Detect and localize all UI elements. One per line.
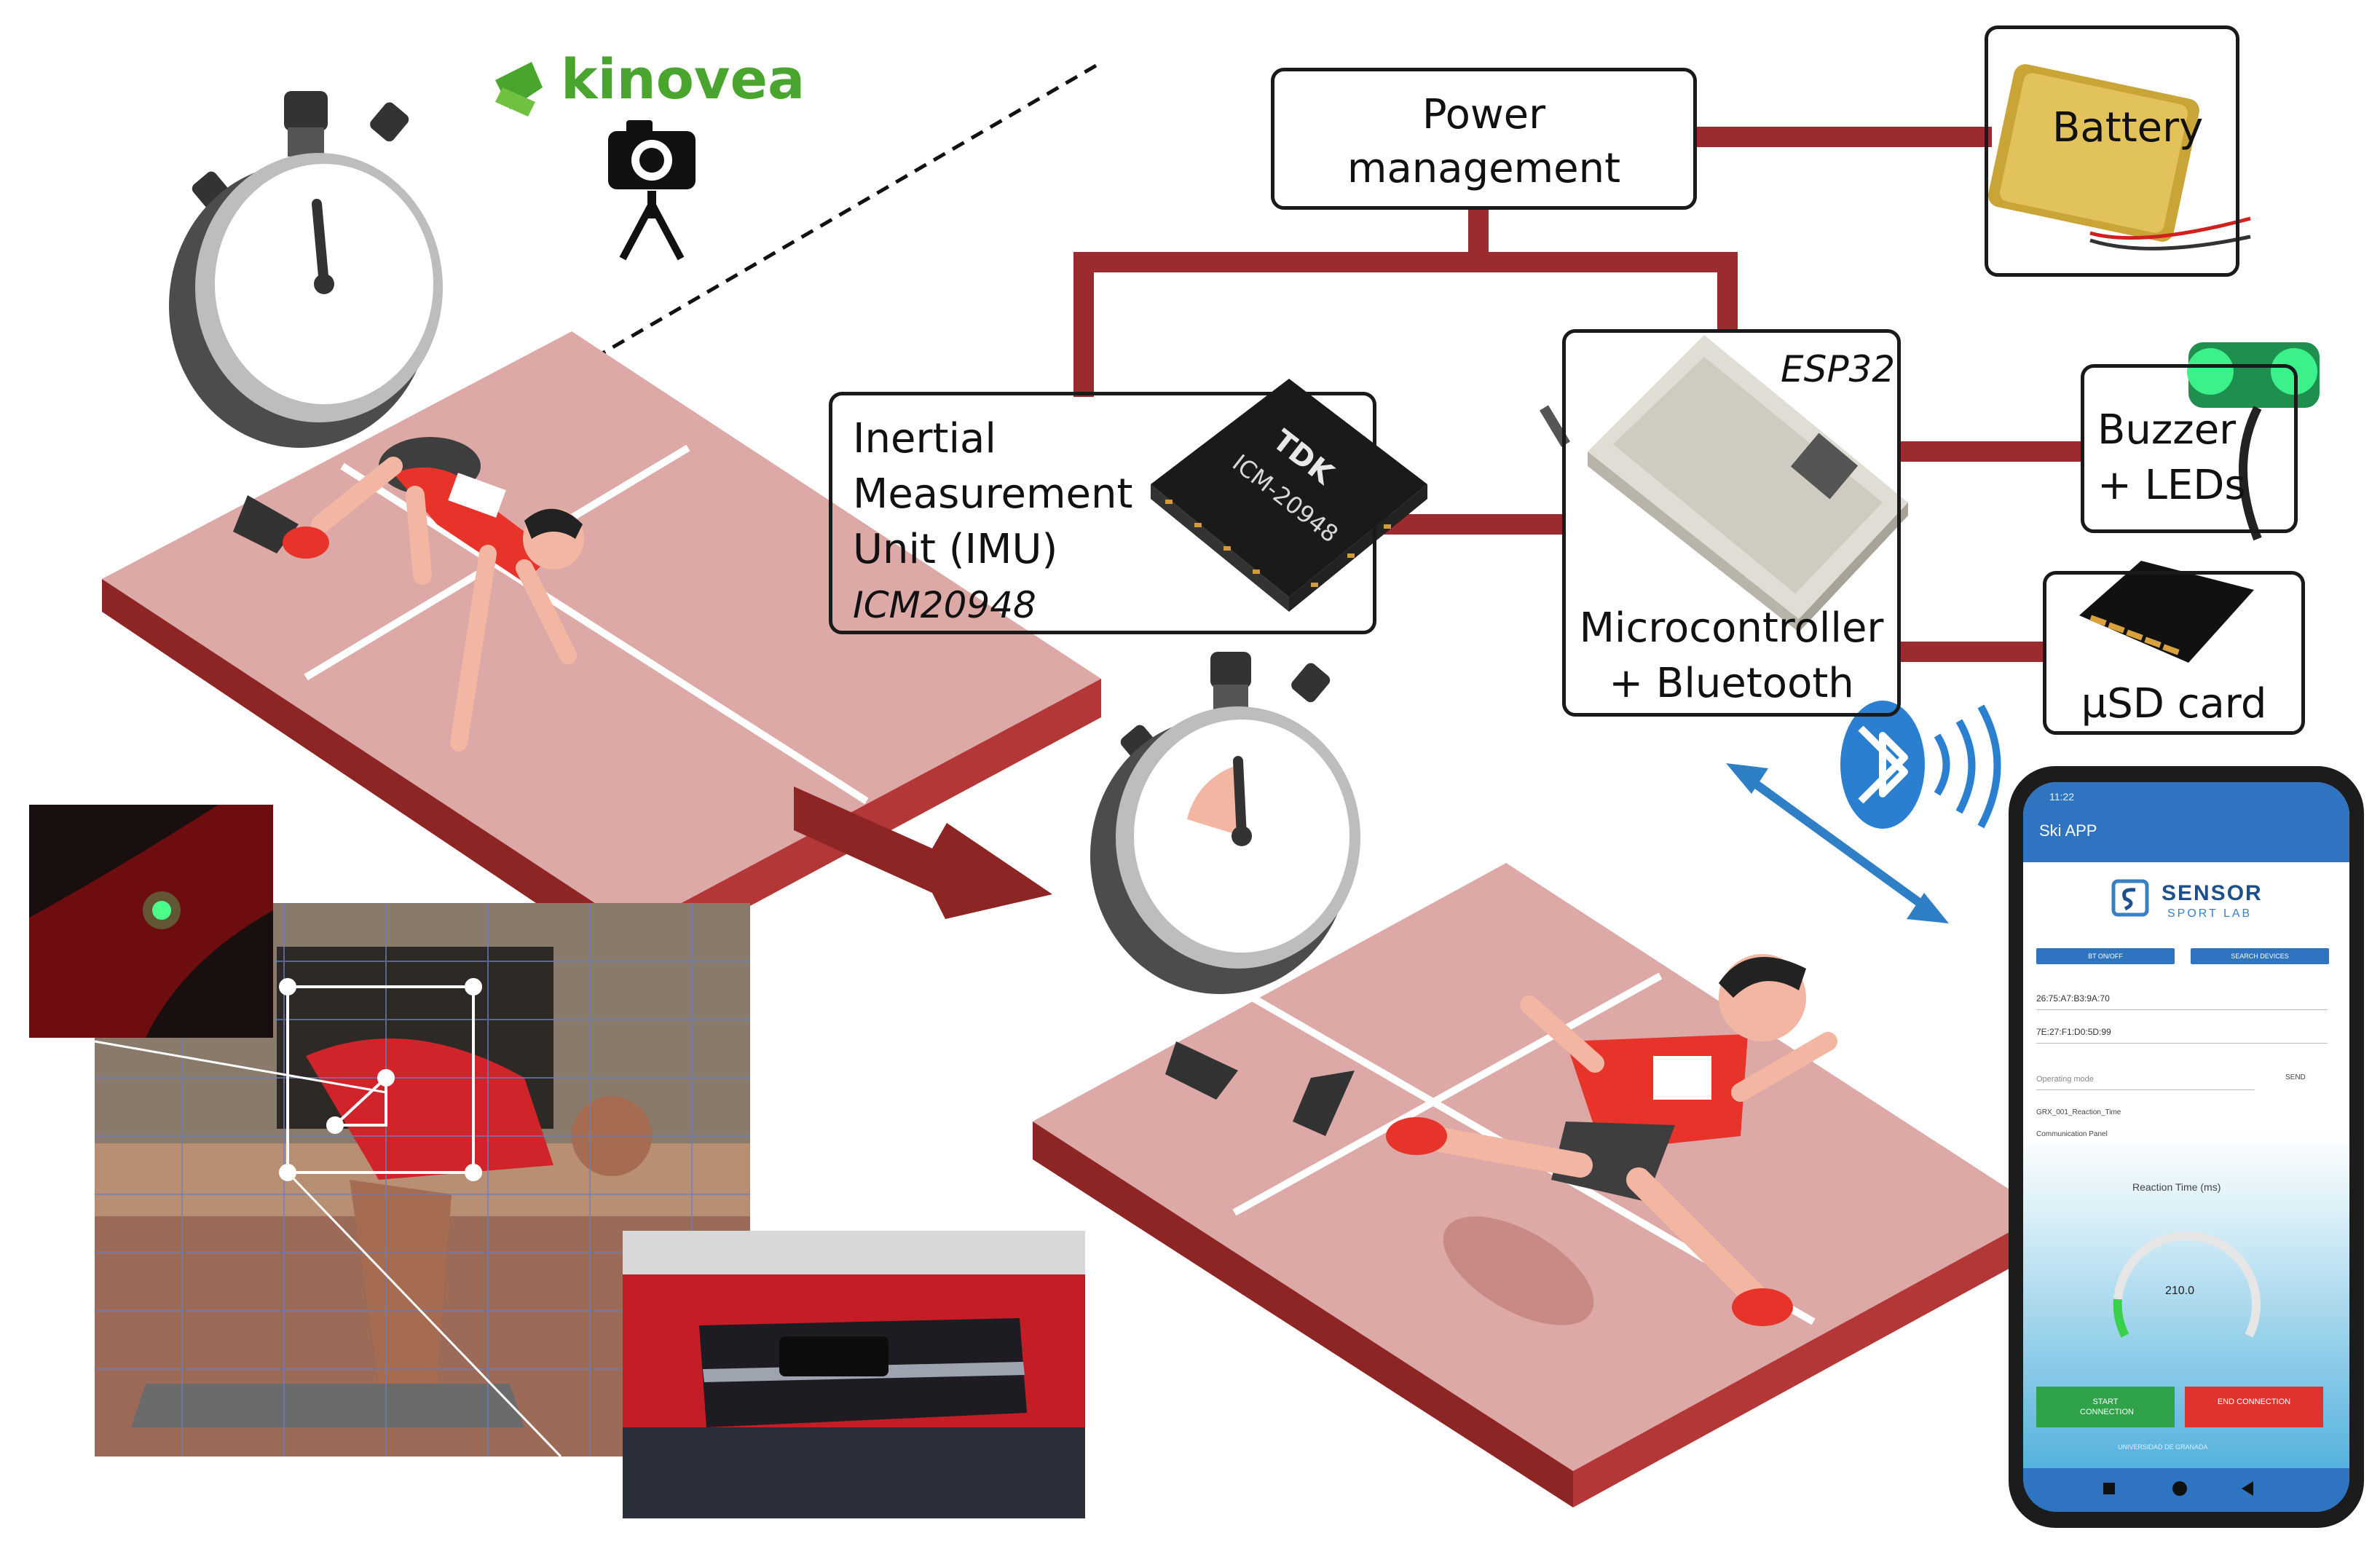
battery-block: Battery [1985, 25, 2239, 277]
kinovea-logo-icon [495, 62, 543, 117]
led-closeup-photo [29, 805, 273, 1038]
start-connection-button[interactable]: START CONNECTION [2036, 1387, 2175, 1427]
logo-line2: SPORT LAB [2167, 907, 2253, 920]
app-screen: 11:22 Ski APP SENSOR SPORT LAB BT ON/OFF… [2023, 782, 2349, 1512]
buzzer-led-image [2187, 342, 2320, 541]
divider [2036, 1043, 2328, 1044]
mcu-part-number: ESP32 [1781, 348, 1896, 390]
camera-tripod-icon [608, 120, 696, 261]
end-connection-button[interactable]: END CONNECTION [2185, 1387, 2323, 1427]
runner-sprinting [1386, 954, 1837, 1326]
track-running [1033, 863, 2045, 1507]
power-management-block: Power management [1271, 68, 1697, 210]
status-time: 11:22 [2049, 791, 2074, 803]
buzzer-label-line1: Buzzer [2097, 406, 2237, 454]
microcontroller-block: ESP32 Microcontroller + Bluetooth [1562, 329, 1901, 717]
imu-label-line1: Inertial [853, 415, 996, 462]
smartphone: 11:22 Ski APP SENSOR SPORT LAB BT ON/OFF… [2009, 766, 2364, 1528]
stopwatch-icon-2 [1090, 652, 1360, 994]
imu-label-line3: Unit (IMU) [853, 526, 1058, 573]
device-mac-1[interactable]: 26:75:A7:B3:9A:70 [2036, 993, 2110, 1004]
belt-closeup-photo [623, 1231, 1085, 1518]
battery-label: Battery [2052, 104, 2204, 151]
mcu-label-line1: Microcontroller [1579, 604, 1884, 652]
power-label-line2: management [1347, 145, 1621, 192]
operating-mode-input[interactable]: Operating mode [2036, 1075, 2094, 1084]
nav-back-icon[interactable] [2242, 1481, 2253, 1496]
stopwatch-icon [169, 91, 443, 448]
microsd-image [2079, 561, 2254, 663]
bluetooth-icon [1840, 701, 2001, 829]
nav-bar [2023, 1468, 2349, 1512]
input-underline [2036, 1089, 2255, 1090]
connectors [1073, 127, 2083, 662]
progress-arrow [794, 787, 1052, 919]
gauge-value: 210.0 [2165, 1285, 2195, 1297]
device-mac-2[interactable]: 7E:27:F1:D0:5D:99 [2036, 1027, 2111, 1037]
imu-part-number: ICM20948 [853, 584, 1036, 626]
nav-recents-icon[interactable] [2103, 1483, 2115, 1494]
communication-panel-label: Communication Panel [2036, 1130, 2108, 1138]
reaction-time-gauge [2113, 1231, 2261, 1338]
search-devices-button[interactable]: SEARCH DEVICES [2191, 948, 2329, 964]
runner-crouched [233, 437, 584, 752]
imu-block: Inertial Measurement Unit (IMU) ICM20948 [829, 392, 1376, 634]
sensor-sport-lab-logo: SENSOR SPORT LAB [2111, 877, 2263, 928]
bt-toggle-button[interactable]: BT ON/OFF [2036, 948, 2175, 964]
connector-power-bus [1073, 208, 1489, 397]
connector-power-mcu [1478, 252, 1738, 331]
mcu-label-line2: + Bluetooth [1609, 660, 1854, 707]
imu-label-line2: Measurement [853, 470, 1133, 518]
buzzer-label-line2: + LEDs [2097, 462, 2246, 509]
send-button[interactable]: SEND [2285, 1073, 2306, 1081]
esp32-module-image [1539, 335, 1908, 632]
sensor-logo-icon [2111, 879, 2149, 917]
app-bar: 11:22 Ski APP [2023, 782, 2349, 862]
microsd-block: µSD card [2043, 571, 2305, 735]
nav-home-icon[interactable] [2172, 1481, 2187, 1496]
track-start [102, 331, 1101, 969]
gauge-title: Reaction Time (ms) [2132, 1181, 2221, 1193]
mode-value: GRX_001_Reaction_Time [2036, 1108, 2121, 1116]
data-transfer-arrow [1726, 763, 1949, 923]
battery-image [1988, 64, 2251, 251]
divider [2036, 1009, 2328, 1010]
buzzer-leds-block: Buzzer + LEDs [2081, 364, 2298, 533]
microsd-label: µSD card [2081, 680, 2267, 728]
kinovea-logo-text: kinovea [561, 47, 805, 111]
footer-text: UNIVERSIDAD DE GRANADA [2118, 1443, 2208, 1451]
imu-chip-image [1151, 379, 1427, 612]
app-title: Ski APP [2039, 821, 2097, 840]
logo-line1: SENSOR [2162, 881, 2263, 905]
power-label-line1: Power [1422, 91, 1546, 138]
